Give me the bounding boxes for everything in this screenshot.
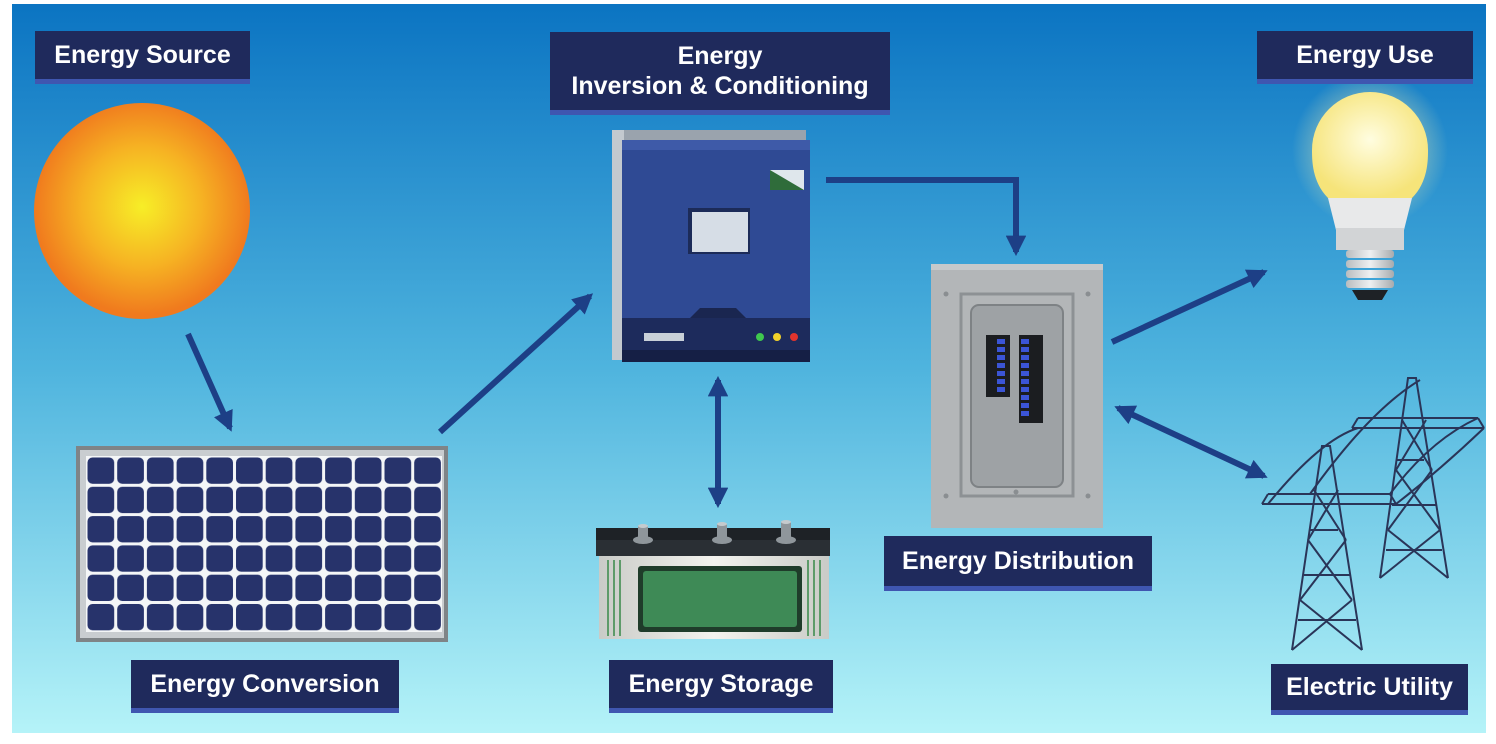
arrow-distribution-utility [1114,405,1268,479]
label-energy-distribution: Energy Distribution [884,536,1152,586]
label-electric-utility-text: Electric Utility [1286,673,1453,701]
label-energy-storage: Energy Storage [609,660,833,708]
label-energy-inversion-conditioning: Energy Inversion & Conditioning [550,32,890,110]
label-inversion-line-1: Energy [677,42,763,70]
label-energy-use-text: Energy Use [1296,41,1434,69]
label-electric-utility: Electric Utility [1271,664,1468,710]
solar-panel-icon [76,446,448,642]
sun-icon [34,103,250,319]
label-energy-conversion-text: Energy Conversion [150,670,380,698]
label-energy-source: Energy Source [35,31,250,79]
arrow-inverter-to-distribution [826,177,1027,257]
label-energy-conversion: Energy Conversion [131,660,399,708]
inverter-icon [612,130,810,362]
arrow-distribution-to-use [1110,269,1268,345]
label-energy-distribution-text: Energy Distribution [902,547,1134,575]
label-energy-use: Energy Use [1257,31,1473,79]
label-energy-storage-text: Energy Storage [628,670,814,698]
label-energy-source-text: Energy Source [54,41,231,69]
light-bulb-icon [1292,72,1448,300]
battery-icon [596,520,830,639]
transmission-tower-icon [1261,377,1485,651]
flow-arrows [185,177,1268,509]
arrow-source-to-conversion [185,332,233,432]
breaker-panel-icon [931,264,1103,528]
label-inversion-line-2: Inversion & Conditioning [571,72,869,100]
arrow-conversion-to-inverter [437,293,594,435]
